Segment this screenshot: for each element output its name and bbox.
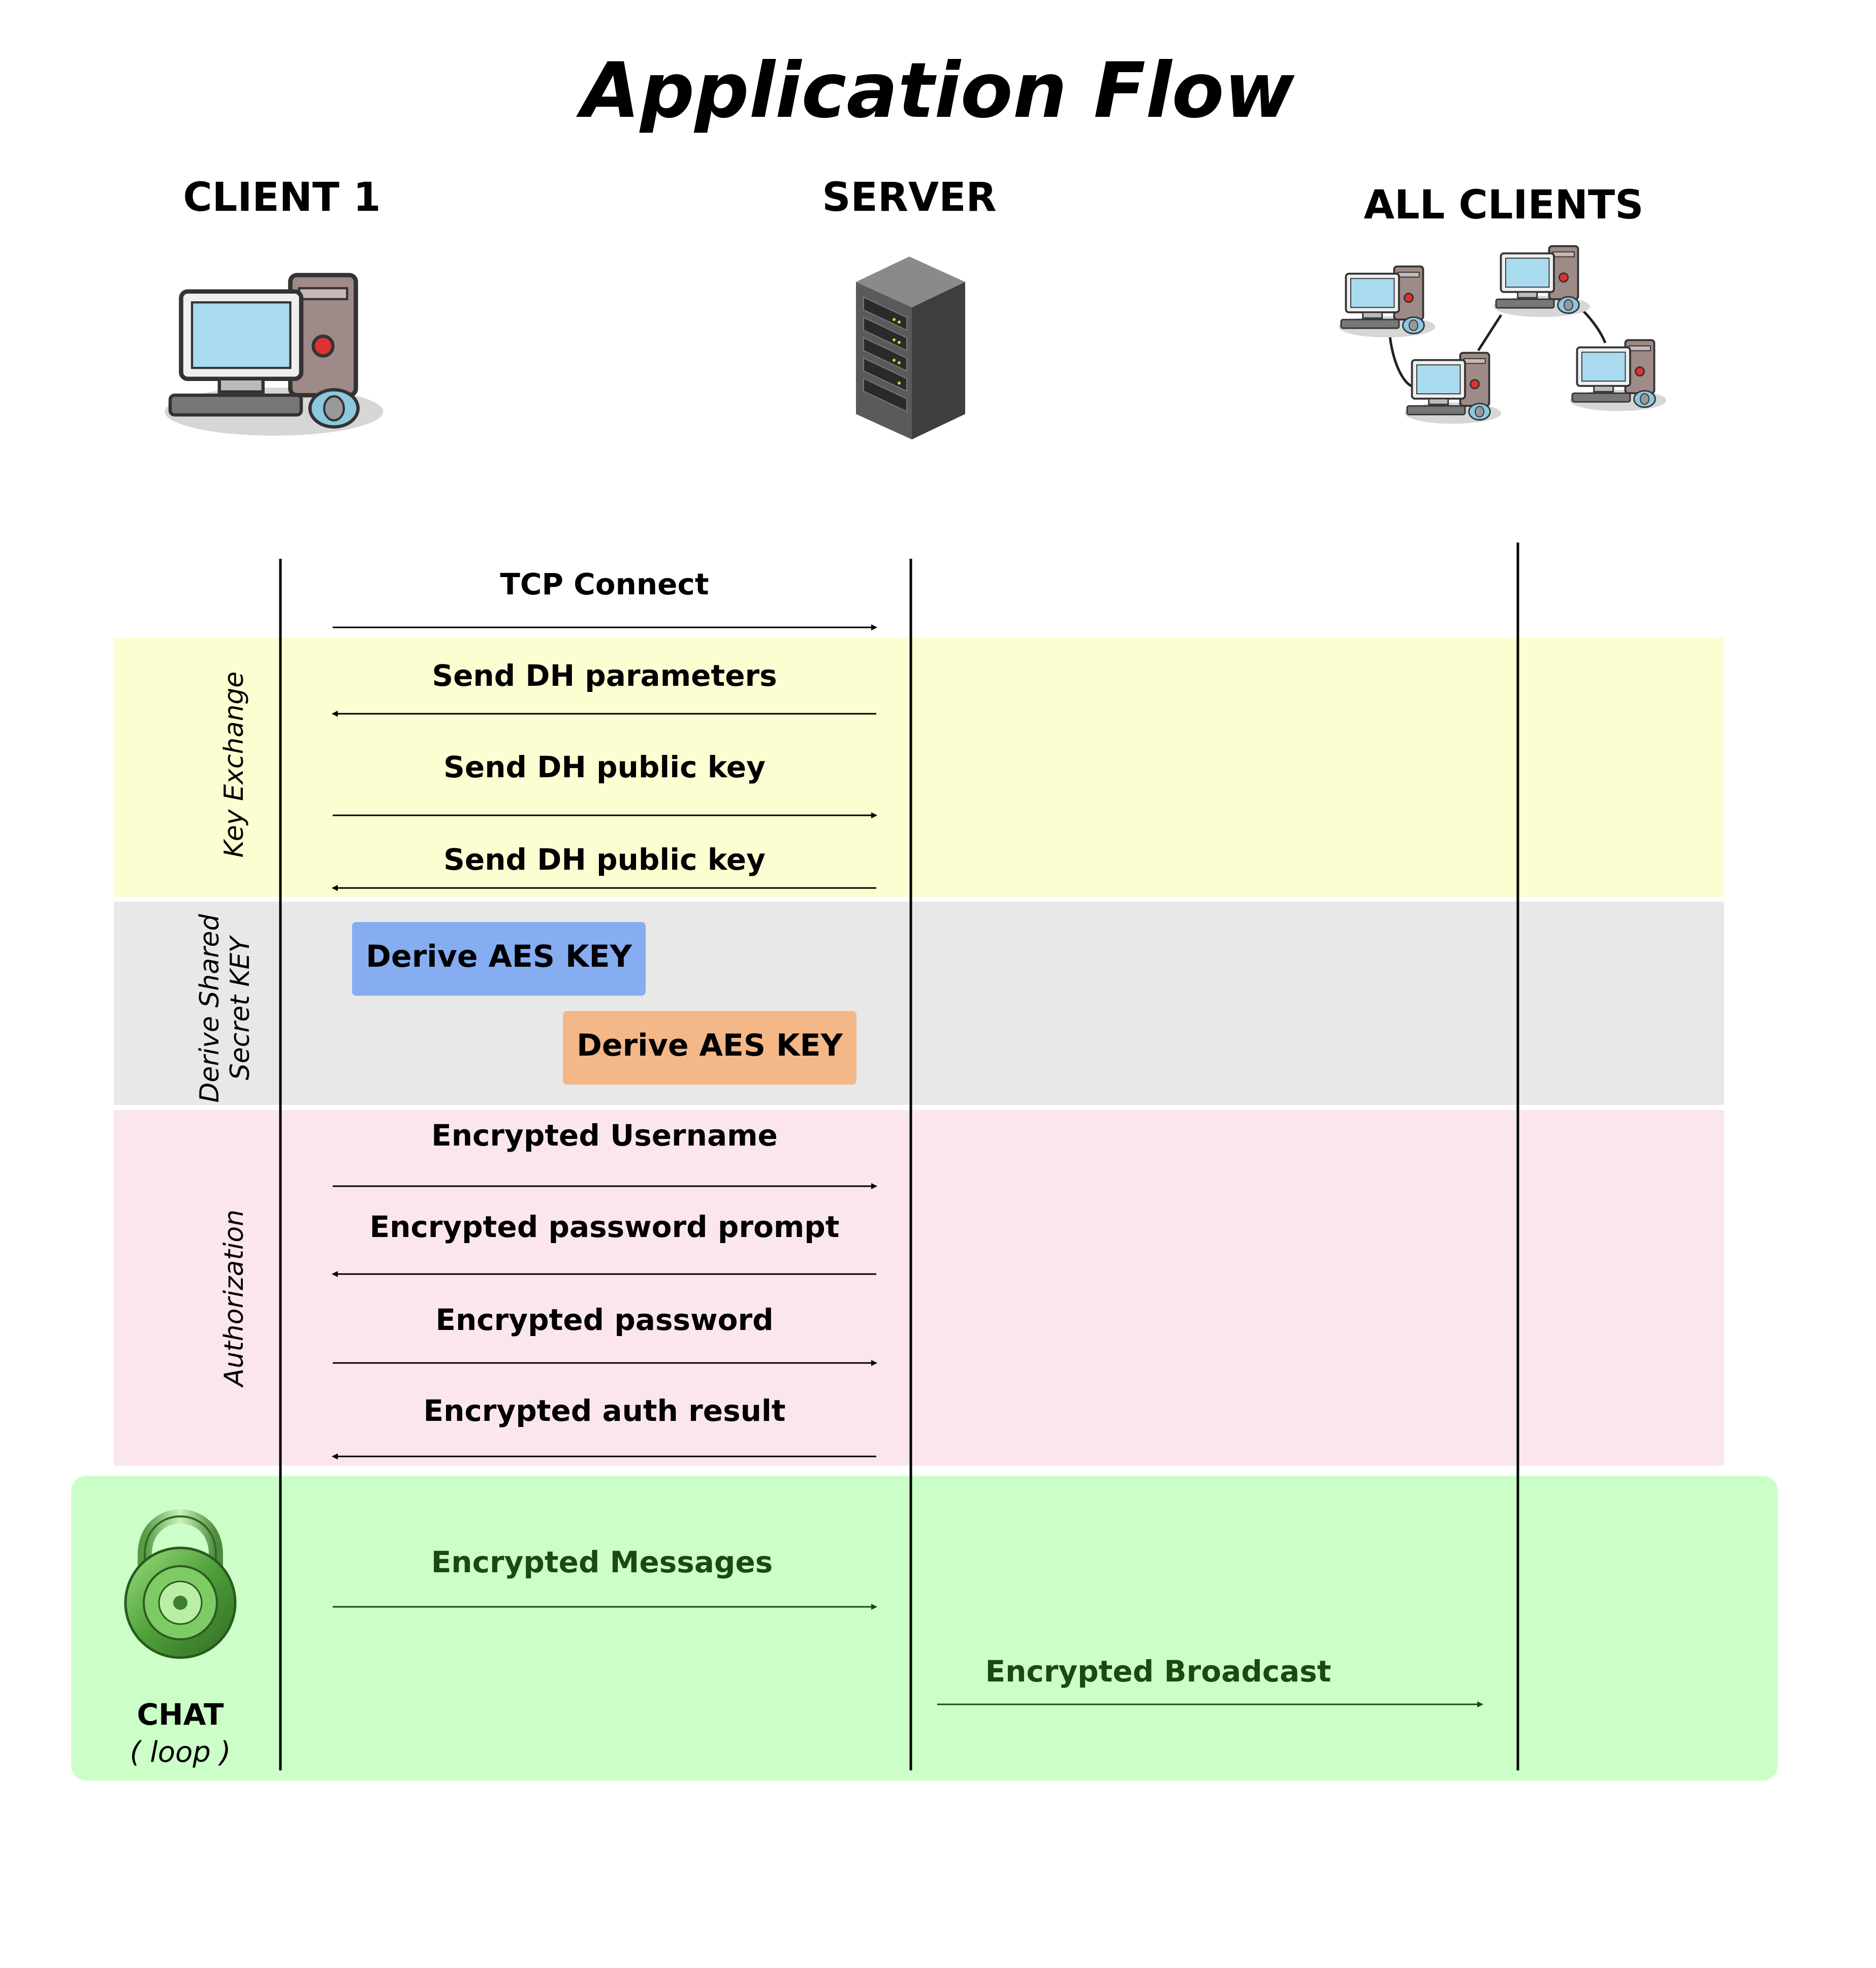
- msg-send-dh-params: Send DH parameters: [432, 658, 777, 693]
- derive-key-box-server: [563, 1011, 856, 1085]
- desktop-computer-icon: [165, 275, 383, 436]
- actor-client-label: CLIENT 1: [183, 175, 380, 220]
- msg-send-dh-pub-server: Send DH public key: [443, 842, 766, 877]
- phase-label-authorization: Authorization: [219, 1210, 249, 1388]
- phase-label-key-exchange: Key Exchange: [219, 672, 249, 858]
- phase-label-chat-sub: ( loop ): [130, 1736, 231, 1769]
- msg-tcp-connect: TCP Connect: [500, 567, 709, 601]
- page-title: Application Flow: [576, 47, 1295, 135]
- msg-enc-auth-result: Encrypted auth result: [424, 1393, 786, 1428]
- msg-enc-messages: Encrypted Messages: [431, 1545, 773, 1579]
- derive-key-box-server-label: Derive AES KEY: [577, 1028, 843, 1063]
- phase-key-exchange-band: [114, 638, 1724, 897]
- phase-chat-band: [71, 1476, 1778, 1781]
- network-computers-icon: [1338, 245, 1668, 425]
- server-rack-icon: [856, 257, 965, 439]
- padlock-icon: [124, 1509, 237, 1659]
- phase-authorization-band: [114, 1110, 1724, 1466]
- phase-label-derive-line1: Derive Shared: [195, 913, 225, 1102]
- actor-all-clients-label: ALL CLIENTS: [1364, 182, 1644, 228]
- derive-key-box-client-label: Derive AES KEY: [366, 939, 632, 974]
- msg-enc-password: Encrypted password: [435, 1303, 773, 1337]
- msg-enc-broadcast: Encrypted Broadcast: [985, 1654, 1331, 1689]
- derive-key-box-client: [352, 922, 646, 996]
- phase-label-derive-line2: Secret KEY: [225, 934, 256, 1080]
- msg-enc-username: Encrypted Username: [431, 1118, 778, 1153]
- msg-send-dh-pub-client: Send DH public key: [443, 750, 766, 784]
- actor-server-label: SERVER: [822, 175, 996, 220]
- phase-label-chat: CHAT: [137, 1697, 224, 1732]
- msg-enc-password-prompt: Encrypted password prompt: [369, 1210, 839, 1244]
